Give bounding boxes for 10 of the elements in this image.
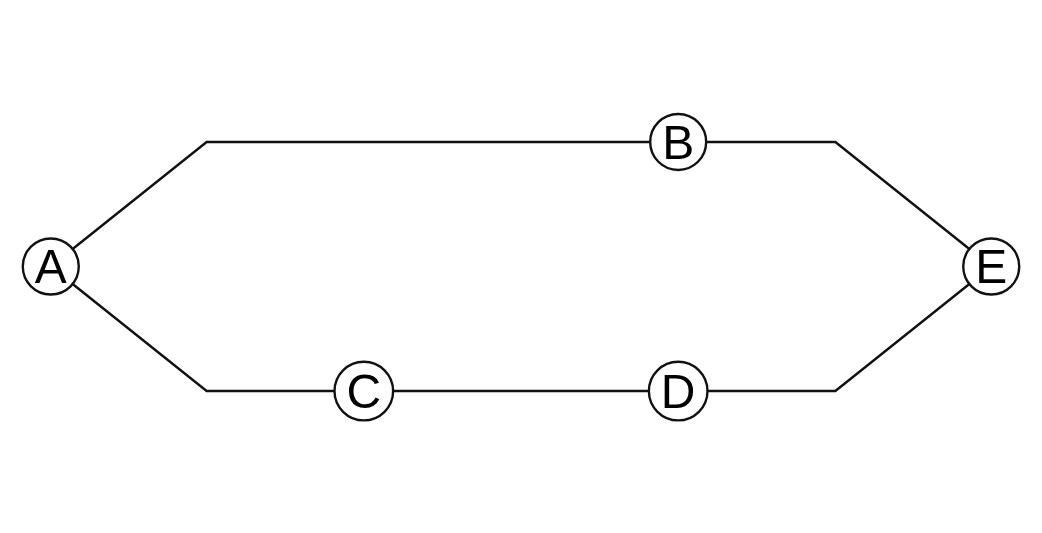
node-circle: D [647, 360, 709, 422]
connector [71, 140, 651, 250]
node-circle: B [649, 112, 708, 172]
connector [706, 140, 971, 250]
node-circle: C [333, 360, 395, 422]
connector [71, 283, 335, 393]
node-circle: E [962, 237, 1021, 296]
connector [707, 283, 971, 393]
node-circle: A [21, 237, 80, 296]
connector [393, 389, 649, 393]
